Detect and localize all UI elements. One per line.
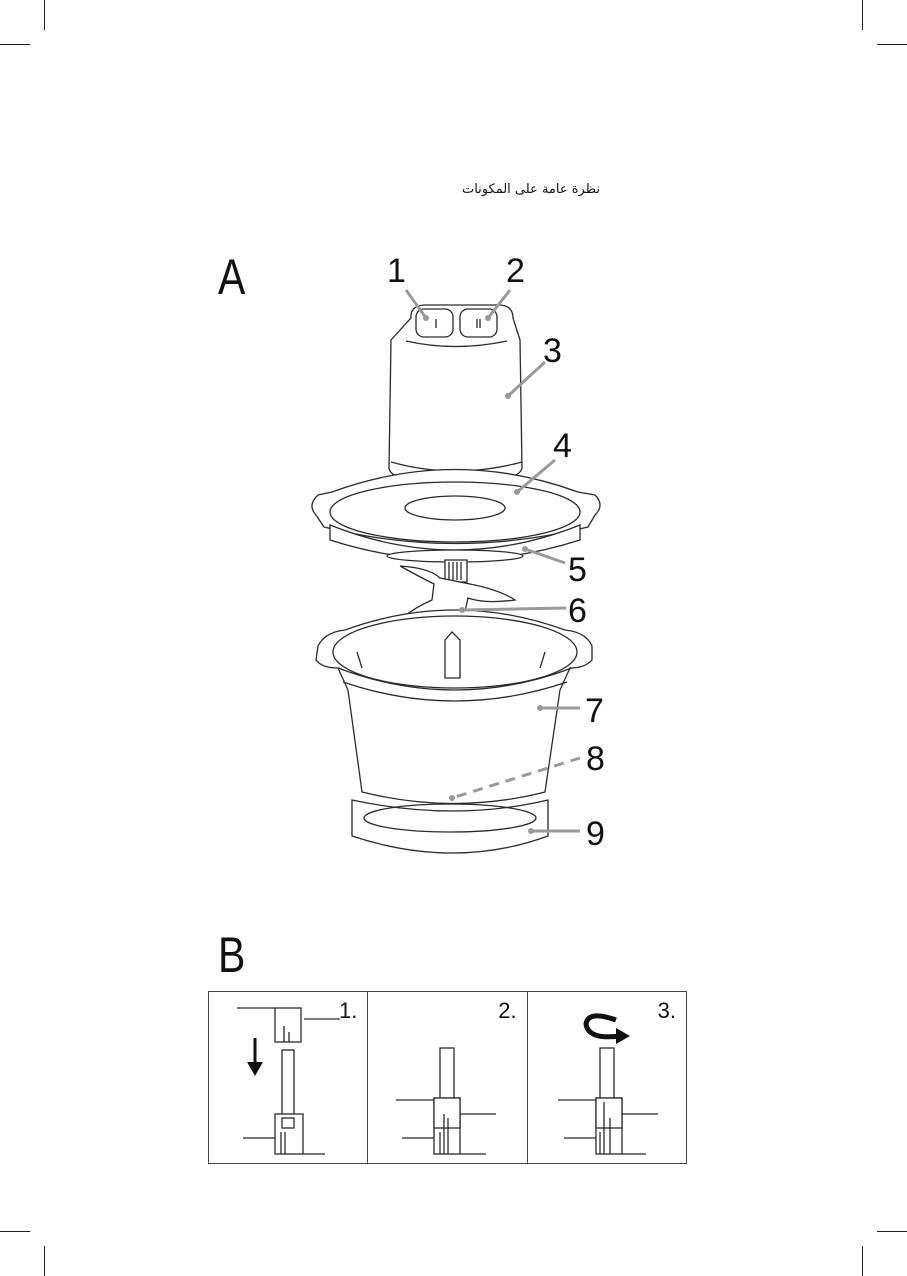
callout-9: 9 (586, 815, 605, 853)
step-1-illustration (209, 992, 368, 1163)
callout-4: 4 (553, 427, 572, 465)
callout-2: 2 (506, 252, 525, 290)
callout-7: 7 (585, 692, 604, 730)
assembly-step-3: 3. (527, 992, 686, 1163)
crop-mark (44, 1246, 45, 1276)
assembly-steps-panel: 1. 2. (208, 991, 687, 1164)
assembly-step-1: 1. (209, 992, 367, 1163)
step-3-illustration (528, 992, 687, 1163)
callout-6: 6 (568, 592, 587, 630)
callout-3: 3 (543, 332, 562, 370)
section-b-letter: B (218, 930, 245, 980)
assembly-step-2: 2. (367, 992, 526, 1163)
chopper-exploded-diagram: 1 2 3 4 5 6 7 8 9 (0, 0, 907, 900)
motor-unit (389, 305, 522, 478)
step-2-illustration (368, 992, 527, 1163)
callout-5: 5 (568, 551, 587, 589)
crop-mark (862, 1246, 863, 1276)
callout-1: 1 (387, 252, 406, 290)
rotate-arrow-icon (586, 1016, 620, 1037)
crop-mark (877, 1231, 907, 1232)
crop-mark (0, 1231, 30, 1232)
callout-8: 8 (586, 740, 605, 778)
